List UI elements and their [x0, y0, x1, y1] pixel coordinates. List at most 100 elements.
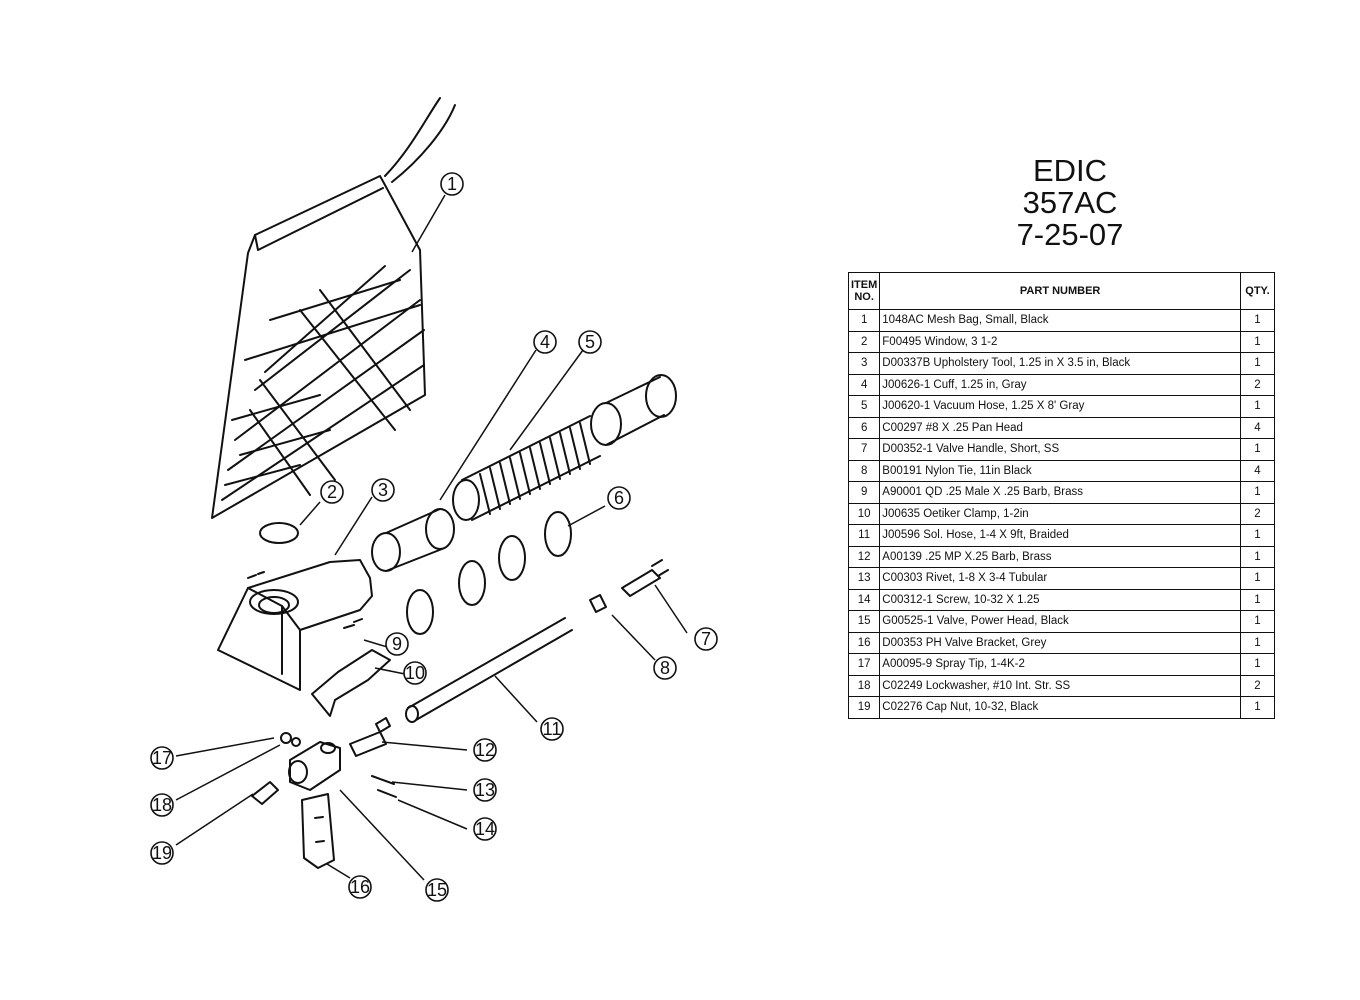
part-number-cell: 1048AC Mesh Bag, Small, Black [879, 309, 1241, 332]
item-no-cell: 3 [847, 352, 881, 375]
callout-circle [403, 661, 427, 685]
item-no-cell: 17 [847, 653, 881, 676]
callout-label: 12 [475, 740, 495, 760]
qty-cell: 1 [1240, 567, 1275, 590]
callout-7: 7 [694, 627, 718, 651]
item-no-cell: 15 [847, 610, 881, 633]
header-qty: QTY. [1240, 272, 1275, 310]
part-number-cell: F00495 Window, 3 1-2 [879, 330, 1241, 353]
callout-circle [150, 793, 174, 817]
callout-circle [473, 778, 497, 802]
callout-18: 18 [150, 793, 174, 817]
callout-label: 5 [585, 332, 595, 352]
item-no-cell: 5 [847, 395, 881, 418]
callout-circle [533, 330, 557, 354]
part-number-cell: A00095-9 Spray Tip, 1-4K-2 [879, 653, 1241, 676]
part-number-cell: C00297 #8 X .25 Pan Head [879, 416, 1241, 439]
part-number-cell: A00139 .25 MP X.25 Barb, Brass [879, 545, 1241, 568]
callout-label: 11 [543, 719, 562, 739]
item-no-cell: 4 [847, 373, 881, 396]
callout-14: 14 [473, 817, 497, 841]
callout-label: 13 [475, 780, 495, 800]
nylon-tie-part-3 [498, 535, 526, 581]
qty-cell: 2 [1240, 502, 1275, 525]
callout-circle [440, 172, 464, 196]
callout-label: 4 [540, 332, 550, 352]
callout-label: 2 [327, 482, 337, 502]
callout-circle [371, 478, 395, 502]
callout-3: 3 [371, 478, 395, 502]
part-number-cell: G00525-1 Valve, Power Head, Black [879, 610, 1241, 633]
callout-circle [578, 330, 602, 354]
callout-label: 10 [405, 663, 425, 683]
screw-part [247, 571, 363, 629]
callout-label: 8 [660, 658, 670, 678]
callout-label: 19 [152, 843, 172, 863]
callout-label: 16 [350, 877, 370, 897]
callout-2: 2 [320, 480, 344, 504]
callout-12: 12 [473, 738, 497, 762]
qty-cell: 1 [1240, 545, 1275, 568]
valve-bracket-part [301, 793, 335, 869]
callout-1: 1 [440, 172, 464, 196]
callout-circle [473, 817, 497, 841]
part-number-cell: A90001 QD .25 Male X .25 Barb, Brass [879, 481, 1241, 504]
callout-circle [320, 480, 344, 504]
callout-4: 4 [533, 330, 557, 354]
solution-hose-part [405, 617, 573, 723]
callout-circle [653, 656, 677, 680]
part-number-cell: C02276 Cap Nut, 10-32, Black [879, 696, 1241, 719]
callout-circle [385, 632, 409, 656]
item-no-cell: 16 [847, 631, 881, 654]
item-no-cell: 7 [847, 438, 881, 461]
header-part-number: PART NUMBER [879, 272, 1241, 310]
callout-label: 9 [392, 634, 402, 654]
callout-label: 14 [475, 819, 495, 839]
qty-cell: 1 [1240, 481, 1275, 504]
nylon-tie-part [406, 589, 434, 635]
qty-cell: 1 [1240, 631, 1275, 654]
callout-6: 6 [607, 486, 631, 510]
part-number-cell: J00626-1 Cuff, 1.25 in, Gray [879, 373, 1241, 396]
barb-fitting-part [349, 717, 391, 757]
callout-label: 15 [427, 880, 447, 900]
item-no-cell: 8 [847, 459, 881, 482]
mesh-bag-part [211, 175, 426, 519]
qty-cell: 1 [1240, 352, 1275, 375]
callout-label: 18 [152, 795, 172, 815]
callout-label: 6 [614, 488, 624, 508]
item-no-cell: 2 [847, 330, 881, 353]
callout-17: 17 [150, 746, 174, 770]
qty-cell: 1 [1240, 330, 1275, 353]
part-number-cell: J00596 Sol. Hose, 1-4 X 9ft, Braided [879, 524, 1241, 547]
nylon-tie-part-4 [544, 511, 572, 557]
qty-cell: 1 [1240, 395, 1275, 418]
qty-cell: 1 [1240, 696, 1275, 719]
item-no-cell: 1 [847, 309, 881, 332]
nylon-tie-part-2 [458, 560, 486, 606]
cap-nut-part [280, 732, 292, 744]
callout-label: 7 [701, 629, 711, 649]
qty-cell: 2 [1240, 674, 1275, 697]
callout-label: 1 [447, 174, 457, 194]
item-no-cell: 12 [847, 545, 881, 568]
cuff-part-2 [590, 374, 677, 446]
item-no-cell: 13 [847, 567, 881, 590]
callout-circle [425, 878, 449, 902]
qd-fitting-part [621, 559, 669, 597]
callout-label: 3 [378, 480, 388, 500]
clamp-part [589, 594, 607, 613]
part-number-cell: D00337B Upholstery Tool, 1.25 in X 3.5 i… [879, 352, 1241, 375]
qty-cell: 1 [1240, 309, 1275, 332]
callout-19: 19 [150, 841, 174, 865]
qty-cell: 1 [1240, 588, 1275, 611]
